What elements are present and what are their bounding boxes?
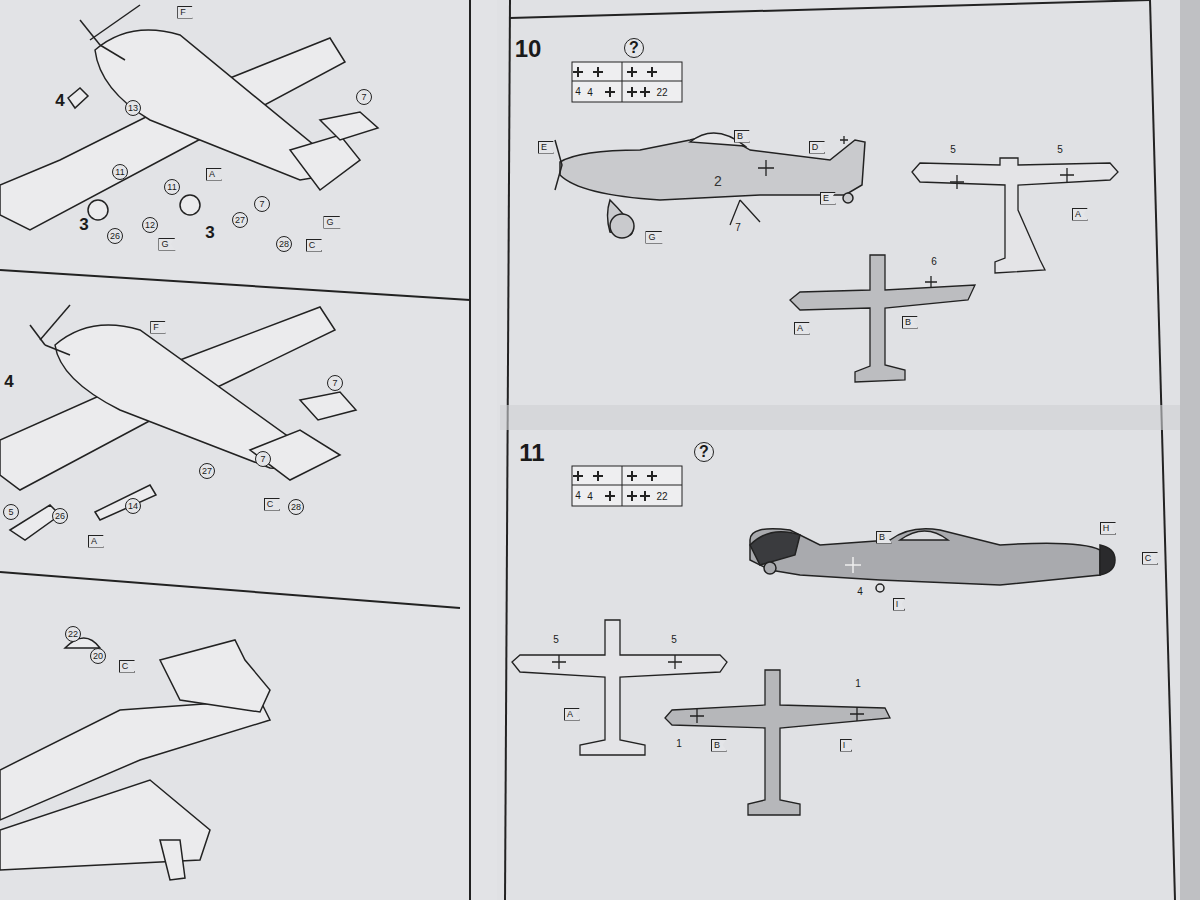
part-flag: A — [794, 322, 810, 335]
decal-number: 1 — [676, 739, 682, 749]
part-flag: C — [1142, 552, 1159, 565]
callout-number: 14 — [125, 498, 141, 514]
callout-number: 22 — [65, 626, 81, 642]
part-flag: A — [88, 535, 104, 548]
info-circle: ? — [624, 38, 644, 58]
callout-number: 12 — [142, 217, 158, 233]
callout-number: 7 — [255, 451, 271, 467]
decal-number: 22 — [656, 492, 667, 502]
part-flag: E — [538, 141, 554, 154]
info-circle: ? — [694, 442, 714, 462]
step-number: 4 — [55, 92, 64, 109]
callout-number: 27 — [199, 463, 215, 479]
decal-number: 4 — [575, 87, 581, 97]
callout-number: 26 — [52, 508, 68, 524]
part-flag: C — [119, 660, 136, 673]
part-flag: E — [820, 192, 836, 205]
step-number: 3 — [205, 224, 214, 241]
callout-number: 26 — [107, 228, 123, 244]
callout-number: 7 — [327, 375, 343, 391]
decal-number: 5 — [1057, 145, 1063, 155]
callout-number: 27 — [232, 212, 248, 228]
decal-number: 5 — [553, 635, 559, 645]
decal-number: 4 — [587, 492, 593, 502]
marking-number: 2 — [714, 174, 722, 188]
callout-number: 13 — [125, 100, 141, 116]
part-flag: G — [645, 231, 662, 244]
decal-number: 4 — [857, 587, 863, 597]
decal-number: 22 — [656, 88, 667, 98]
part-flag: I — [893, 598, 906, 611]
decal-number: 4 — [575, 491, 581, 501]
part-flag: B — [734, 130, 750, 143]
callout-number: 28 — [276, 236, 292, 252]
step-number: 3 — [79, 216, 88, 233]
callout-number: 20 — [90, 648, 106, 664]
callout-number: 7 — [254, 196, 270, 212]
part-flag: A — [1072, 208, 1088, 221]
part-flag: C — [264, 498, 281, 511]
callout-number: 11 — [164, 179, 180, 195]
decal-number: 6 — [931, 257, 937, 267]
part-flag: G — [323, 216, 340, 229]
callout-number: 11 — [112, 164, 128, 180]
part-flag: G — [158, 238, 175, 251]
step-number: 10 — [515, 37, 542, 61]
part-flag: I — [840, 739, 853, 752]
callout-number: 7 — [356, 89, 372, 105]
part-flag: C — [306, 239, 323, 252]
step-number: 11 — [519, 441, 544, 465]
decal-number: 7 — [735, 223, 741, 233]
part-flag: F — [150, 321, 166, 334]
decal-number: 4 — [587, 88, 593, 98]
part-flag: B — [876, 531, 892, 544]
callout-number: 5 — [3, 504, 19, 520]
part-flag: D — [809, 141, 826, 154]
decal-number: 5 — [671, 635, 677, 645]
part-flag: B — [902, 316, 918, 329]
decal-number: 1 — [855, 679, 861, 689]
part-flag: A — [206, 168, 222, 181]
part-flag: B — [711, 739, 727, 752]
decal-number: 5 — [950, 145, 956, 155]
part-flag: A — [564, 708, 580, 721]
step-number: 4 — [4, 373, 13, 390]
part-flag: F — [177, 6, 193, 19]
part-flag: H — [1100, 522, 1117, 535]
callout-number: 28 — [288, 499, 304, 515]
